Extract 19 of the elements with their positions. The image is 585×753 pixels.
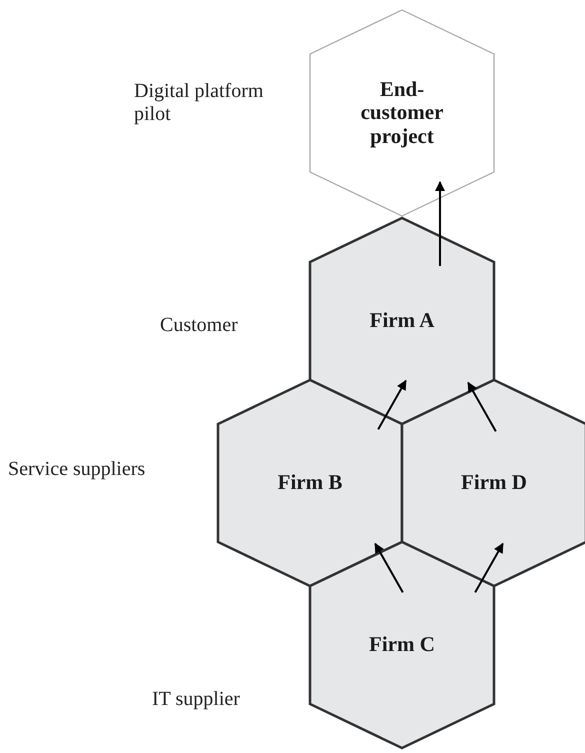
arrow [467, 382, 497, 432]
hexagon-node [218, 380, 402, 586]
hexagon-node [310, 10, 494, 216]
hexagon-node [402, 380, 585, 586]
hexagon-node [310, 218, 494, 424]
arrow [474, 542, 504, 593]
node-label: Firm B [278, 471, 342, 495]
node-label: Firm C [369, 633, 435, 657]
tier-label: IT supplier [152, 688, 241, 711]
tier-label: Service suppliers [8, 458, 146, 481]
tier-label: Customer [160, 314, 239, 337]
tier-label: Digital platform pilot [134, 80, 264, 126]
hexagon-node [310, 542, 494, 748]
node-label: Firm A [370, 309, 434, 333]
node-label: Firm D [461, 471, 527, 495]
arrow [374, 542, 404, 593]
arrow [377, 380, 407, 430]
arrow [435, 181, 445, 266]
node-label: End-customer project [360, 78, 444, 148]
